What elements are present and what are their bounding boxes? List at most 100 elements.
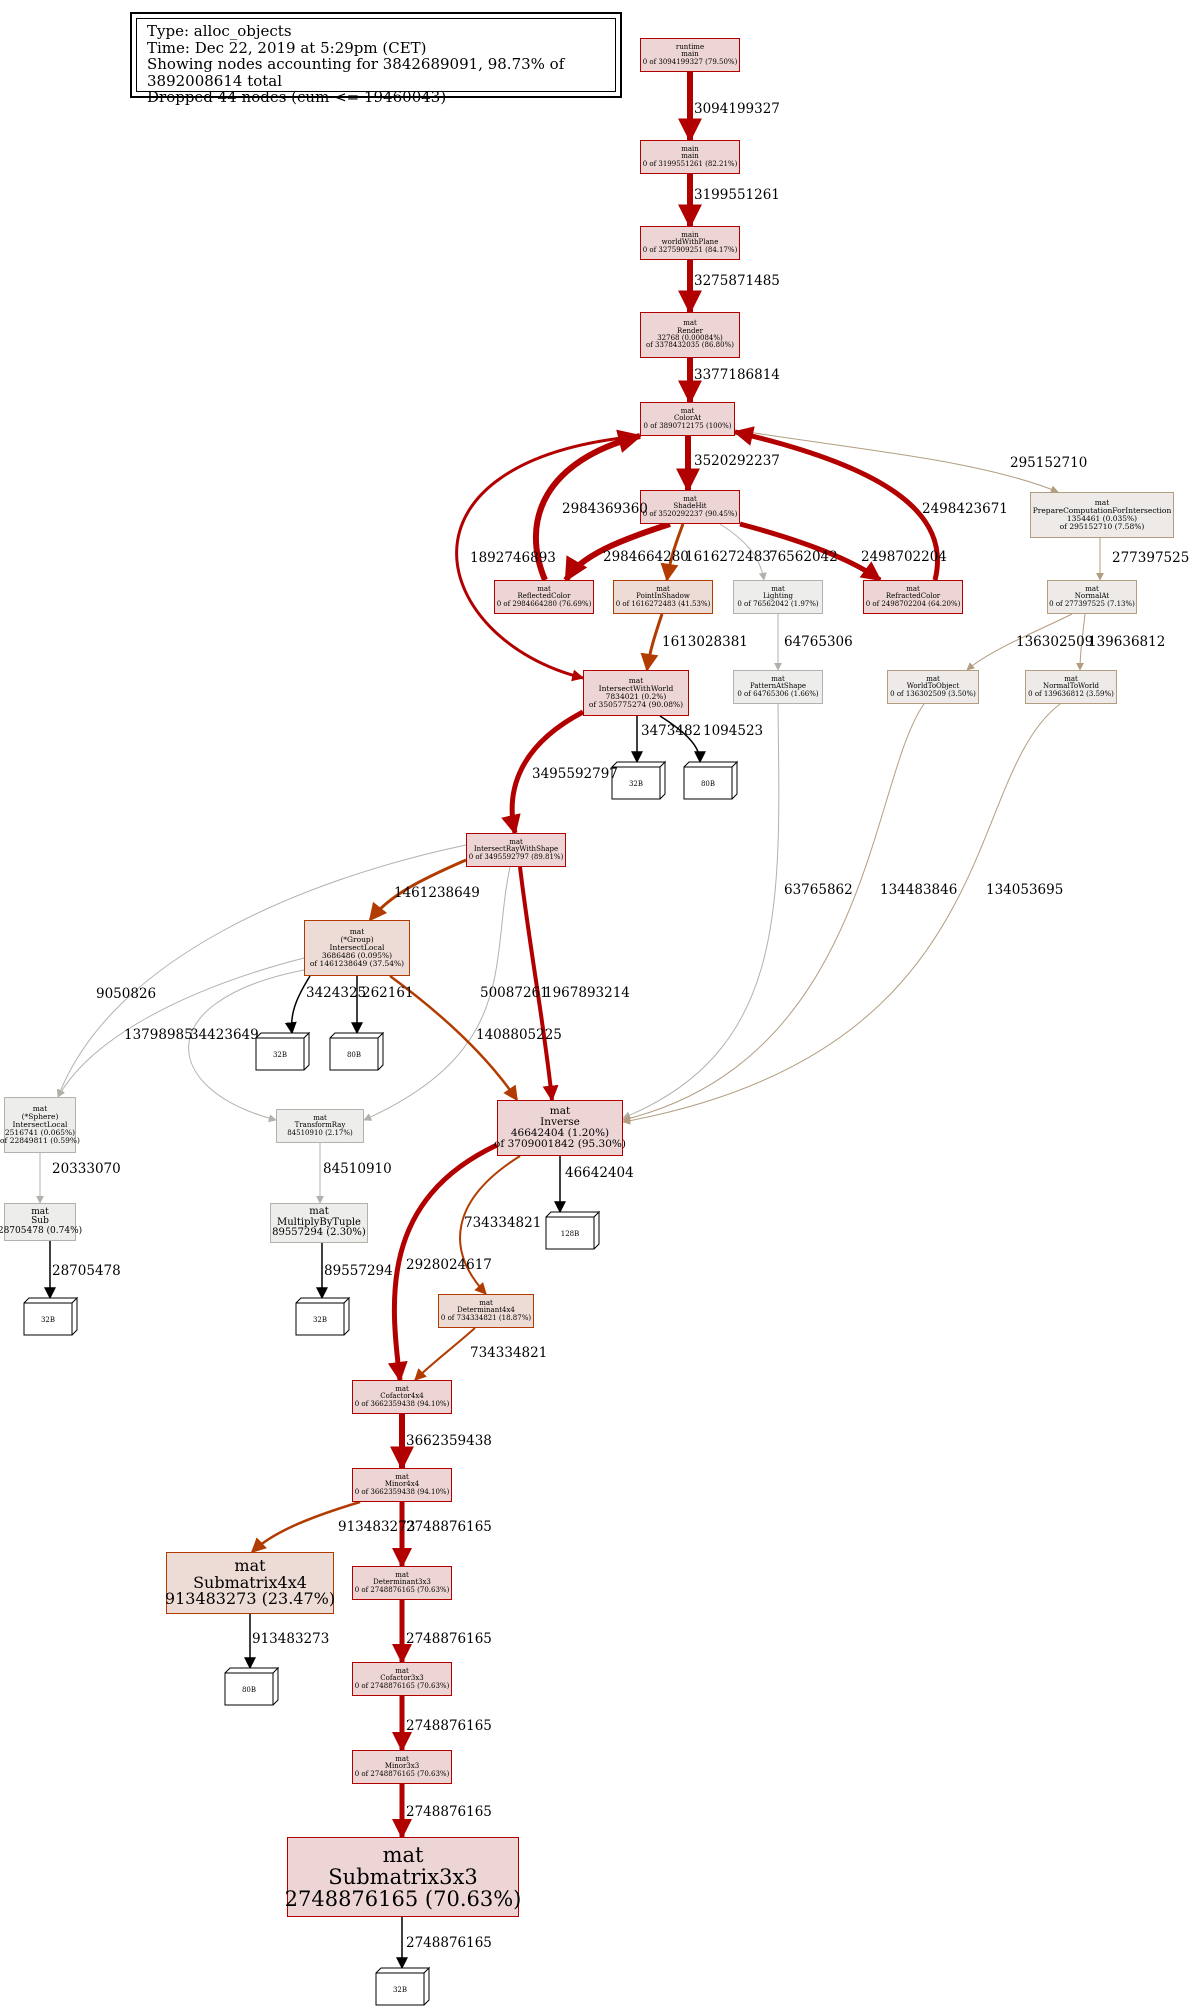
node-line: 0 of 3495592797 (89.81%) <box>468 852 564 861</box>
node-line: main <box>681 144 699 153</box>
edge-label: 20333070 <box>52 1161 121 1177</box>
leaf-label: 80B <box>242 1686 256 1694</box>
edge-label: 76562042 <box>769 549 838 565</box>
node-line: 0 of 2748876165 (70.63%) <box>354 1769 450 1778</box>
node-line: 0 of 3662359438 (94.10%) <box>354 1487 450 1496</box>
node-line: (*Sphere) <box>21 1112 59 1122</box>
node-line: mat <box>906 584 920 593</box>
node-line: ColorAt <box>673 414 702 423</box>
edge-label: 13798985 <box>124 1027 193 1043</box>
edge-label: 1094523 <box>703 723 764 739</box>
node-line: WorldToObject <box>906 682 960 691</box>
node-line: 0 of 76562042 (1.97%) <box>737 599 819 608</box>
node-line: Submatrix4x4 <box>193 1572 307 1592</box>
node-line: mat <box>1094 498 1110 508</box>
edge-label: 136302509 <box>1016 634 1094 650</box>
leaf-label: 32B <box>313 1316 327 1324</box>
node-line: 0 of 734334821 (18.87%) <box>440 1313 532 1322</box>
node-line: mat <box>349 927 365 937</box>
edge-label: 262161 <box>362 985 414 1001</box>
edge-label: 3199551261 <box>694 187 780 203</box>
node-line: 84510910 (2.17%) <box>287 1128 353 1137</box>
node-line: 0 of 2984664280 (76.69%) <box>496 599 592 608</box>
edge-label: 734334821 <box>470 1345 548 1361</box>
edge-GroupIntersectLocal-to-TransformRay <box>188 969 305 1123</box>
edge-label: 1967893214 <box>544 985 630 1001</box>
edge-label: 139636812 <box>1088 634 1166 650</box>
node-line: mat <box>771 584 785 593</box>
node-line: ReflectedColor <box>517 592 571 601</box>
node-line: 0 of 2748876165 (70.63%) <box>354 1585 450 1594</box>
node-line: PatternAtShape <box>749 682 807 691</box>
edge-ShadeHit-to-RefractedColor <box>739 521 882 583</box>
edge-NormalToWorld-to-Inverse <box>622 703 1061 1125</box>
node-line: Cofactor3x3 <box>380 1674 424 1683</box>
edge-PointInShadow-to-IntersectWithWorld <box>640 613 664 672</box>
edge-label: 89557294 <box>324 1263 393 1279</box>
node-line: mat <box>382 1842 424 1867</box>
edge-label: 84510910 <box>323 1161 392 1177</box>
edge-NormalAt-to-WorldToObject <box>966 613 1073 671</box>
node-line: mat <box>683 319 697 328</box>
legend-time: Time: Dec 22, 2019 at 5:29pm (CET) <box>147 38 427 57</box>
node-line: mat <box>537 584 551 593</box>
node-line: 3686486 (0.095%) <box>321 950 393 960</box>
edge-IntersectWithWorld-to-IntersectRayWithShape <box>501 709 585 835</box>
node-line: Lighting <box>763 592 793 601</box>
node-line: 913483273 (23.47%) <box>164 1589 336 1609</box>
node-line: mat <box>395 1472 409 1481</box>
edge-label: 1616272483 <box>685 549 771 565</box>
edge-ColorAt-to-PrepareComputation <box>734 429 1059 493</box>
node-line: Submatrix3x3 <box>328 1864 478 1889</box>
legend-text: Type: alloc_objects Time: Dec 22, 2019 a… <box>136 18 616 105</box>
node-line: 32768 (0.00084%) <box>657 334 723 342</box>
edge-ReflectedColor-to-ColorAt <box>532 429 643 582</box>
edge-label: 1613028381 <box>662 634 748 650</box>
node-line: 0 of 3199551261 (82.21%) <box>642 159 738 168</box>
node-line: Minor3x3 <box>384 1762 420 1771</box>
leaf-label: 128B <box>561 1230 580 1238</box>
edge-label: 913483273 <box>338 1519 416 1535</box>
node-line: runtime <box>675 42 705 51</box>
edge-label: 2928024617 <box>406 1257 492 1273</box>
edge-label: 2748876165 <box>406 1718 492 1734</box>
node-line: mat <box>234 1555 266 1575</box>
leaf-box-leaf_iww_32: 32B <box>611 760 667 800</box>
node-line: 28705478 (0.74%) <box>0 1225 83 1236</box>
edge-label: 28705478 <box>52 1263 121 1279</box>
node-line: of 1461238649 (37.54%) <box>309 958 405 968</box>
node-line: mat <box>628 676 644 686</box>
node-line: main <box>681 50 699 59</box>
